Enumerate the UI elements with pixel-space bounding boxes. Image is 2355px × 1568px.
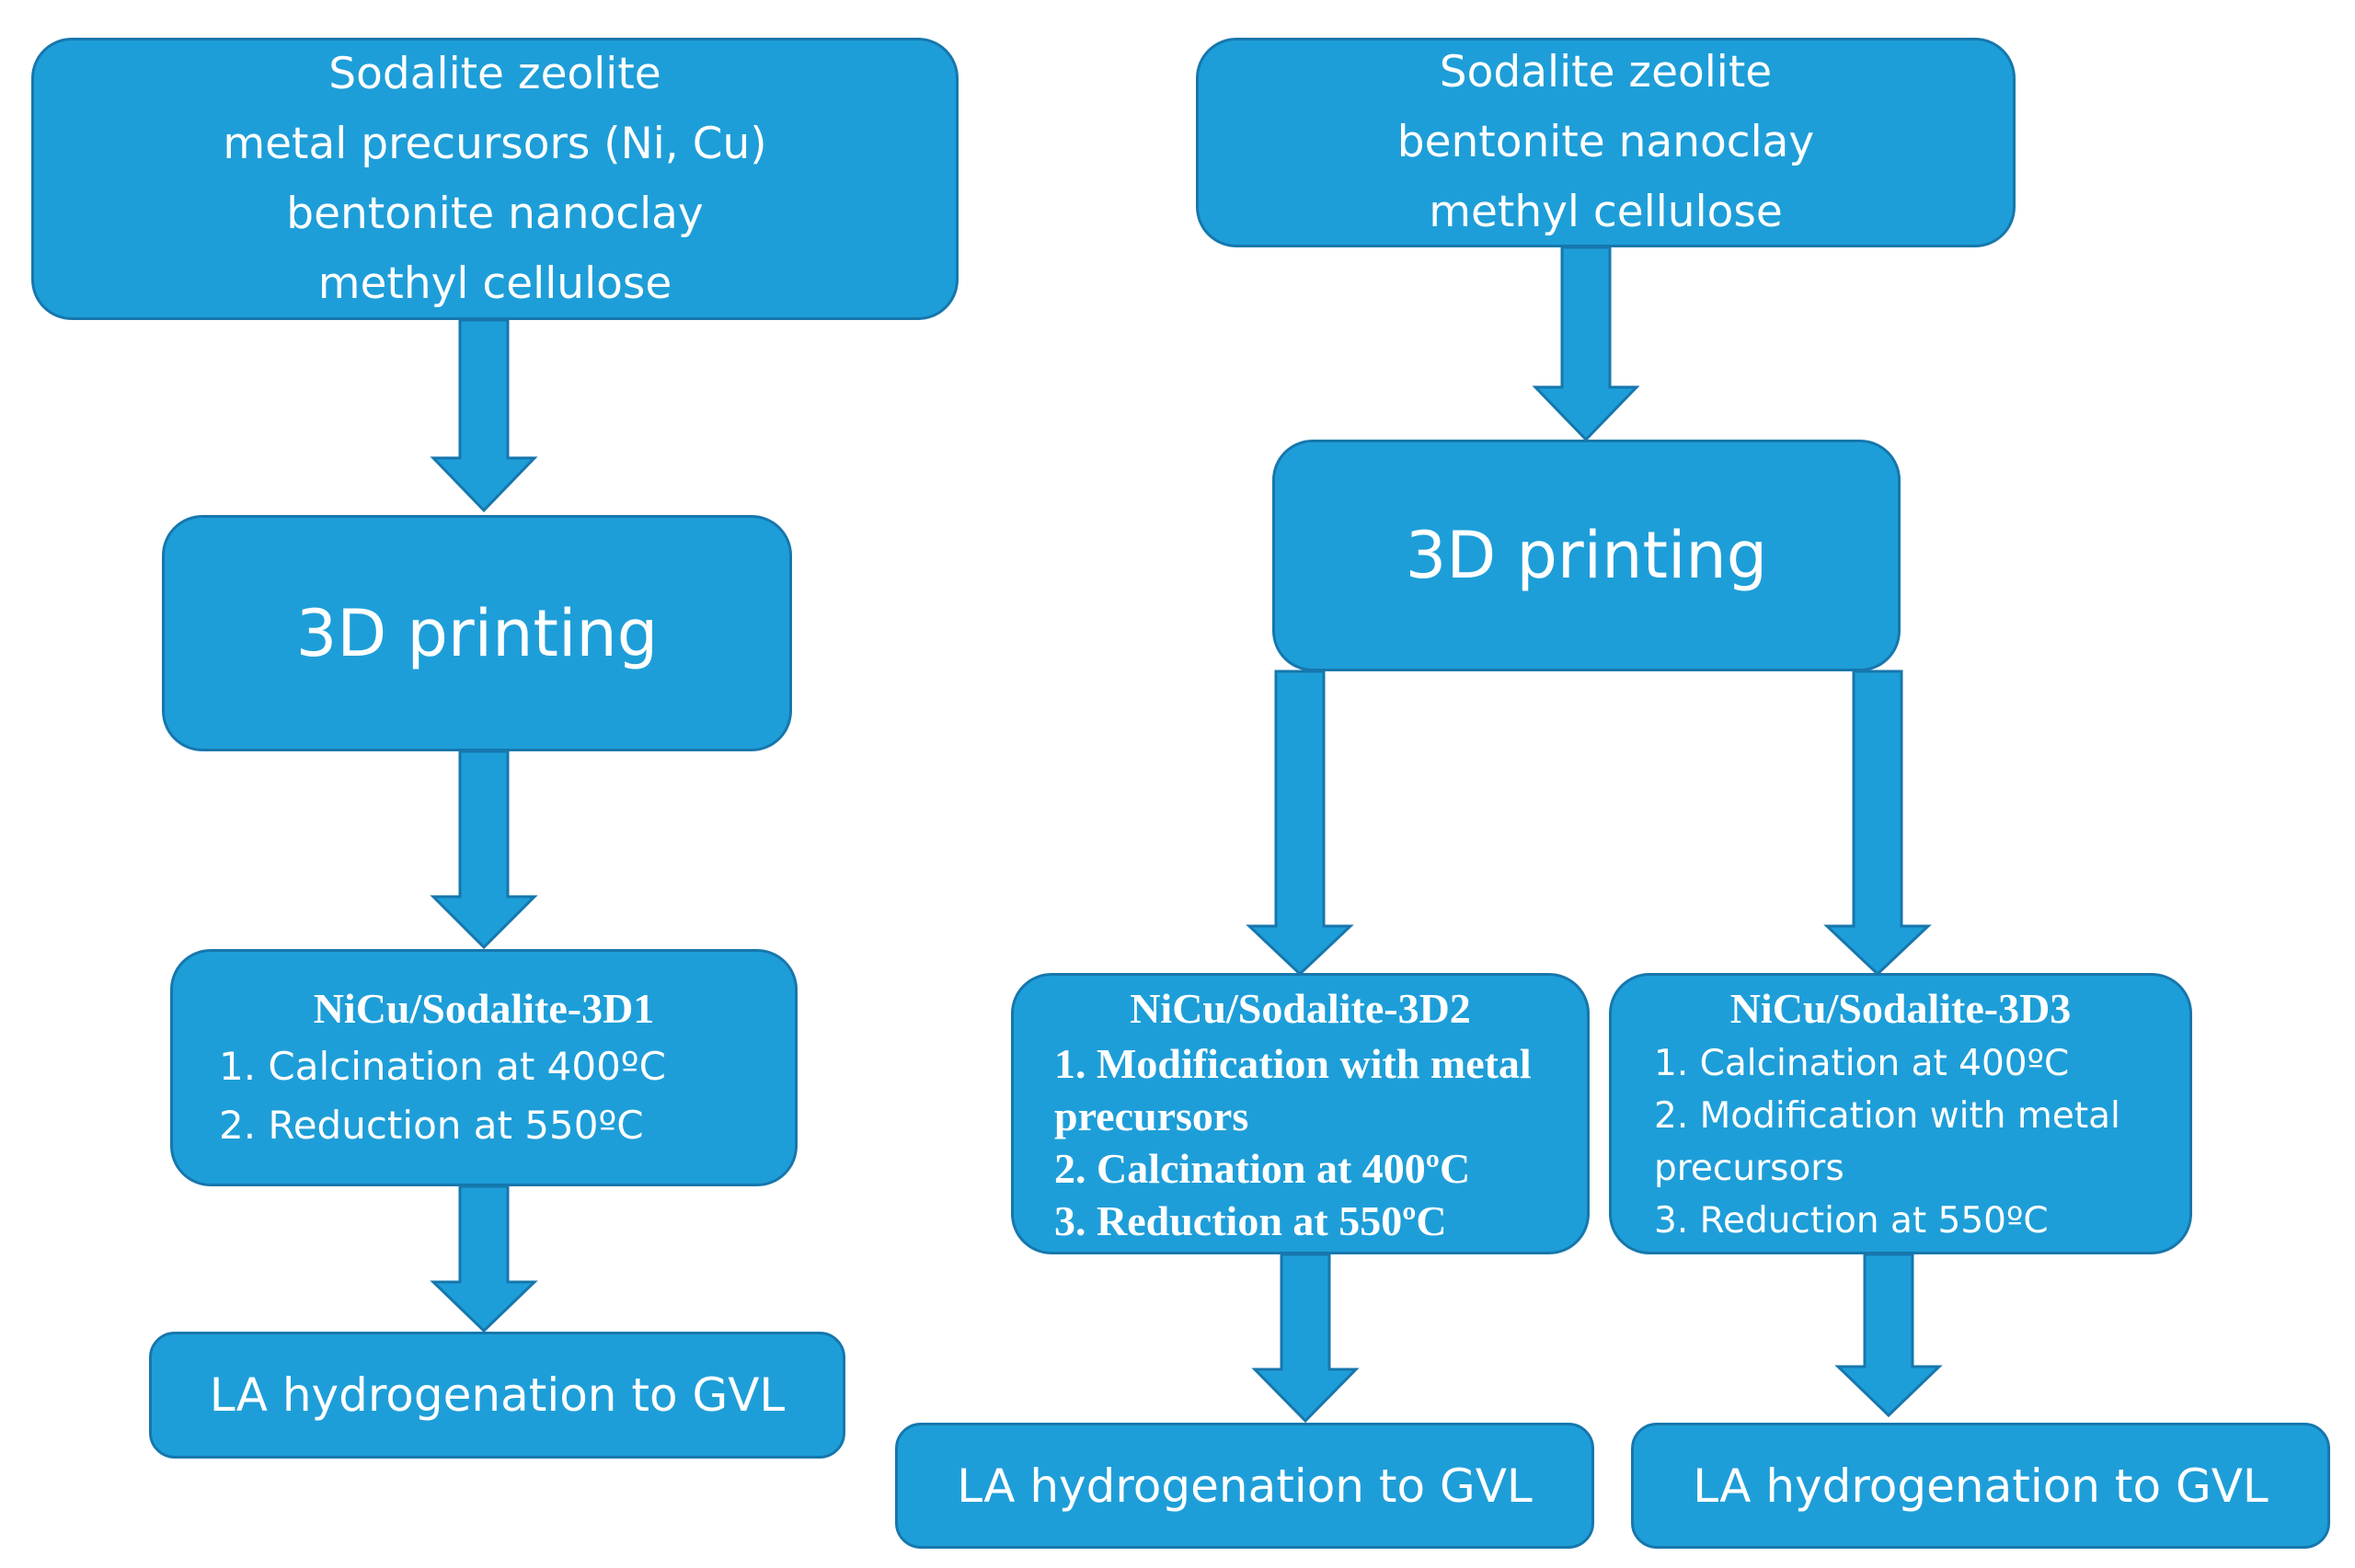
catalyst-title: NiCu/Sodalite-3D1: [313, 985, 655, 1032]
arrow-down-icon: [1246, 670, 1354, 977]
catalyst-step: 1. Modification with metal: [1054, 1040, 1532, 1087]
left-result-box: LA hydrogenation to GVL: [149, 1332, 845, 1459]
arrow-down-icon: [1251, 1253, 1360, 1424]
right-result-box-3d3: LA hydrogenation to GVL: [1631, 1423, 2330, 1549]
result-label: LA hydrogenation to GVL: [957, 1459, 1533, 1513]
input-item: bentonite nanoclay: [1396, 117, 1815, 167]
input-item: methyl cellulose: [1429, 187, 1783, 237]
right-result-box-3d2: LA hydrogenation to GVL: [895, 1423, 1594, 1549]
arrow-down-icon: [430, 1185, 538, 1333]
catalyst-step: 1. Calcination at 400ºC: [219, 1044, 666, 1089]
catalyst-step: 3. Reduction at 550ºC: [1054, 1197, 1447, 1244]
arrow-down-icon: [1834, 1253, 1943, 1418]
result-label: LA hydrogenation to GVL: [209, 1368, 786, 1422]
catalyst-step: 1. Calcination at 400ºC: [1654, 1043, 2070, 1084]
catalyst-title: NiCu/Sodalite-3D2: [1130, 985, 1471, 1032]
right-3d-printing-box: 3D printing: [1272, 440, 1901, 671]
process-label: 3D printing: [295, 595, 659, 671]
catalyst-step: 2. Reduction at 550ºC: [219, 1103, 644, 1148]
catalyst-step: 3. Reduction at 550ºC: [1654, 1200, 2049, 1242]
right-inputs-box: Sodalite zeolite bentonite nanoclay meth…: [1196, 38, 2016, 247]
left-inputs-box: Sodalite zeolite metal precursors (Ni, C…: [31, 38, 959, 320]
catalyst-step: precursors: [1054, 1093, 1249, 1139]
result-label: LA hydrogenation to GVL: [1693, 1459, 2269, 1513]
left-3d-printing-box: 3D printing: [162, 515, 792, 751]
catalyst-3d1-box: NiCu/Sodalite-3D1 1. Calcination at 400º…: [170, 949, 798, 1186]
input-item: Sodalite zeolite: [328, 48, 661, 99]
catalyst-step: 2. Calcination at 400ºC: [1054, 1145, 1471, 1192]
catalyst-3d3-box: NiCu/Sodalite-3D3 1. Calcination at 400º…: [1609, 973, 2192, 1254]
arrow-down-icon: [430, 318, 538, 513]
input-item: methyl cellulose: [317, 258, 672, 309]
arrow-down-icon: [430, 750, 538, 950]
input-item: metal precursors (Ni, Cu): [223, 118, 767, 169]
catalyst-title: NiCu/Sodalite-3D3: [1729, 985, 2072, 1032]
catalyst-step: precursors: [1654, 1148, 1844, 1189]
catalyst-3d2-box: NiCu/Sodalite-3D2 1. Modification with m…: [1011, 973, 1590, 1254]
input-item: Sodalite zeolite: [1439, 47, 1773, 97]
arrow-down-icon: [1823, 670, 1932, 977]
arrow-down-icon: [1532, 246, 1640, 442]
process-label: 3D printing: [1405, 518, 1768, 593]
catalyst-step: 2. Modification with metal: [1654, 1095, 2120, 1137]
input-item: bentonite nanoclay: [286, 188, 704, 239]
